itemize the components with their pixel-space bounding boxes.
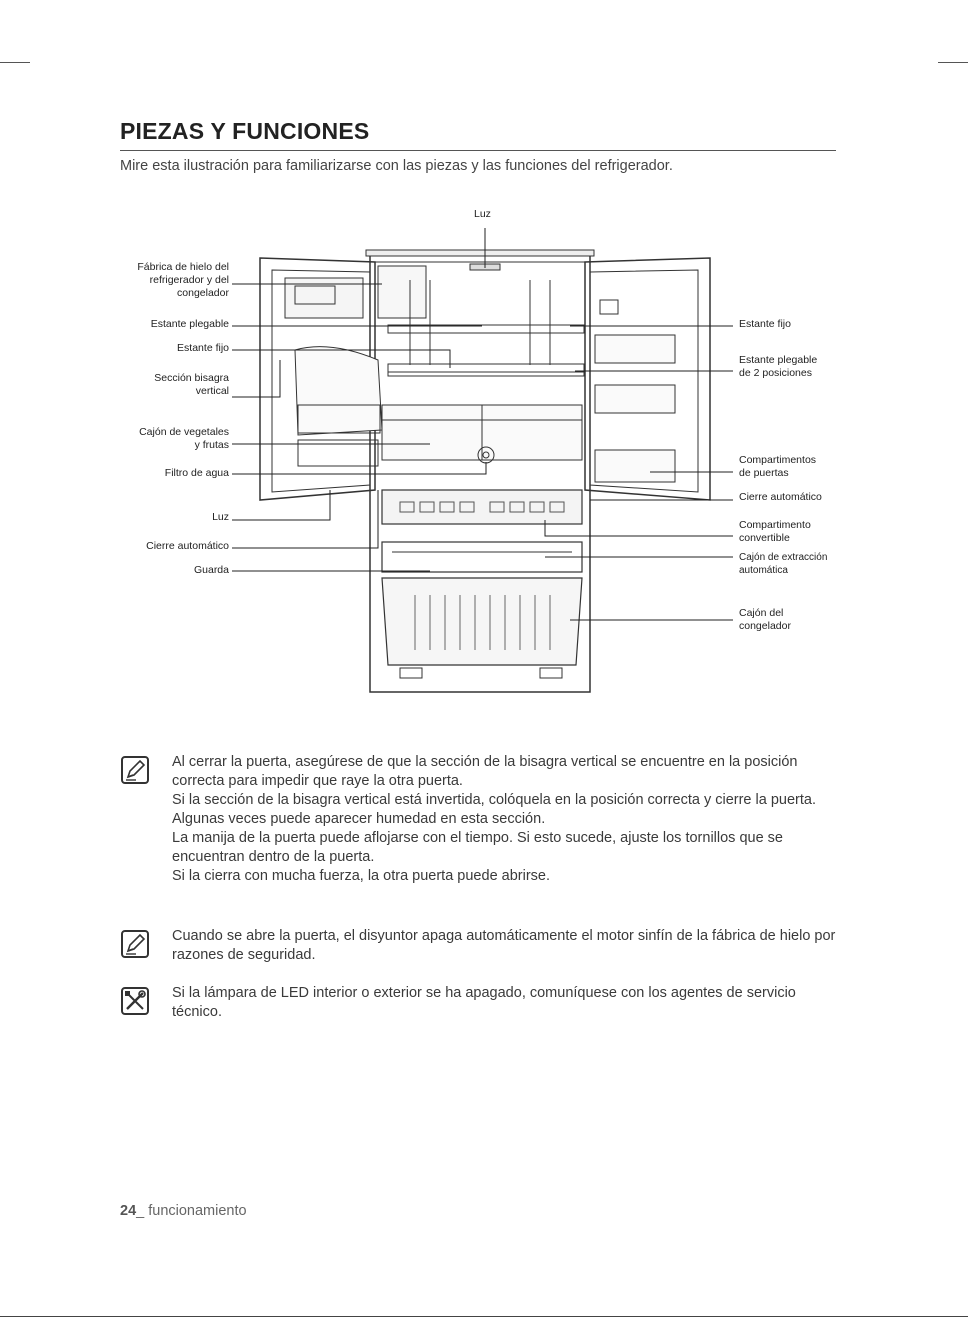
label-water-filter: Filtro de agua (165, 467, 229, 480)
note-line: La manija de la puerta puede aflojarse c… (172, 829, 840, 867)
label-luz-top: Luz (474, 208, 491, 221)
label-crisper: Cajón de vegetales y frutas (139, 426, 229, 452)
footer-section: _ funcionamiento (136, 1203, 246, 1219)
label-folding-shelf-right: Estante plegable de 2 posiciones (739, 354, 817, 380)
note-text: Cuando se abre la puerta, el disyuntor a… (172, 927, 840, 965)
label-guard: Guarda (194, 564, 229, 577)
refrigerator-diagram: Luz Fábrica de hielo del refrigerador y … (120, 200, 840, 700)
note-line: Al cerrar la puerta, asegúrese de que la… (172, 753, 840, 791)
title-rule (120, 150, 836, 151)
bottom-rule (0, 1316, 968, 1317)
label-luz-bottom: Luz (212, 511, 229, 524)
service-tools-icon (120, 986, 150, 1016)
intro-text: Mire esta ilustración para familiarizars… (120, 158, 673, 174)
label-auto-close-left: Cierre automático (146, 540, 229, 553)
page-footer: 24_ funcionamiento (120, 1203, 247, 1219)
note-text: Al cerrar la puerta, asegúrese de que la… (172, 753, 840, 886)
note-pencil-icon (120, 755, 150, 785)
label-fixed-shelf-right: Estante fijo (739, 318, 791, 331)
note-pencil-icon (120, 929, 150, 959)
label-auto-drawer: Cajón de extracción automática (739, 551, 827, 577)
note-line: Cuando se abre la puerta, el disyuntor a… (172, 927, 840, 965)
crop-mark-right (938, 62, 968, 63)
label-fixed-shelf-left: Estante fijo (177, 342, 229, 355)
label-door-bins: Compartimentos de puertas (739, 454, 816, 480)
note-line: Si la sección de la bisagra vertical est… (172, 791, 840, 810)
note-text: Si la lámpara de LED interior o exterior… (172, 984, 840, 1022)
note-line: Si la cierra con mucha fuerza, la otra p… (172, 867, 840, 886)
label-folding-shelf-left: Estante plegable (151, 318, 229, 331)
label-hinge-section: Sección bisagra vertical (154, 372, 229, 398)
note-line: Si la lámpara de LED interior o exterior… (172, 984, 840, 1022)
page-title: PIEZAS Y FUNCIONES (120, 118, 369, 145)
note-line: Algunas veces puede aparecer humedad en … (172, 810, 840, 829)
crop-mark-left (0, 62, 30, 63)
label-freezer-drawer: Cajón del congelador (739, 607, 791, 633)
label-convertible: Compartimento convertible (739, 519, 811, 545)
page-number: 24 (120, 1203, 136, 1219)
label-auto-close-right: Cierre automático (739, 491, 822, 504)
label-ice-maker: Fábrica de hielo del refrigerador y del … (137, 261, 229, 300)
